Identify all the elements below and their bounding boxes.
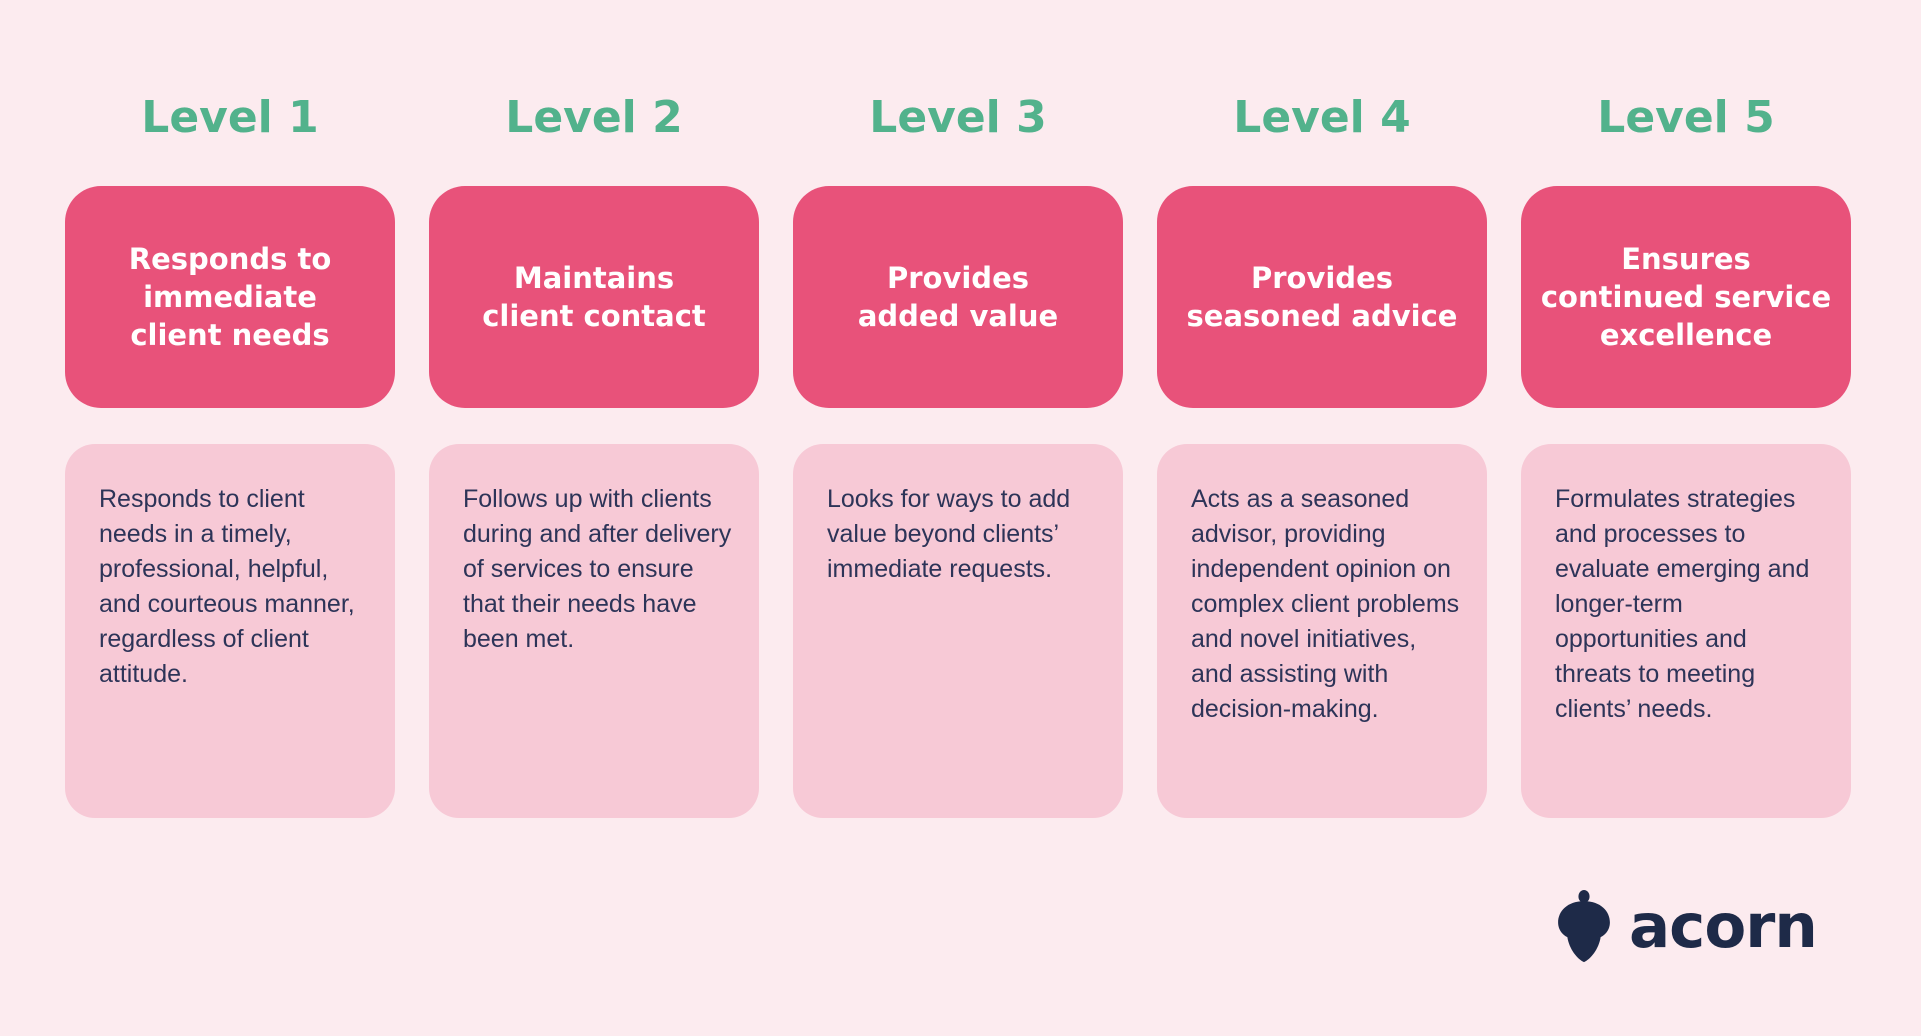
level-3-title: Provides added value — [857, 261, 1059, 333]
acorn-wordmark: acorn — [1629, 891, 1818, 962]
acorn-icon — [1558, 890, 1610, 963]
level-3-body-card: Looks for ways to add value beyond clien… — [793, 444, 1123, 818]
level-4-description: Acts as a seasoned advisor, providing in… — [1191, 485, 1460, 723]
level-2-column: Level 2 Maintains client contact Follows… — [429, 0, 759, 1036]
level-1-description: Responds to client needs in a timely, pr… — [99, 485, 355, 688]
level-1-title: Responds to immediate client needs — [128, 242, 332, 352]
level-5-header: Level 5 — [1597, 92, 1775, 143]
level-1-header: Level 1 — [141, 92, 319, 143]
level-1-column: Level 1 Responds to immediate client nee… — [65, 0, 395, 1036]
level-2-title-card: Maintains client contact — [429, 186, 759, 408]
level-2-title: Maintains client contact — [482, 261, 706, 333]
level-1-body-card: Responds to client needs in a timely, pr… — [65, 444, 395, 818]
level-2-header: Level 2 — [505, 92, 683, 143]
level-4-header: Level 4 — [1233, 92, 1411, 143]
level-3-header: Level 3 — [869, 92, 1047, 143]
level-5-title: Ensures continued service excellence — [1540, 242, 1832, 352]
level-4-title-card: Provides seasoned advice — [1157, 186, 1487, 408]
level-2-body-card: Follows up with clients during and after… — [429, 444, 759, 818]
level-5-column: Level 5 Ensures continued service excell… — [1521, 0, 1851, 1036]
level-3-title-card: Provides added value — [793, 186, 1123, 408]
level-3-description: Looks for ways to add value beyond clien… — [827, 485, 1071, 583]
level-2-description: Follows up with clients during and after… — [463, 485, 732, 653]
level-4-body-card: Acts as a seasoned advisor, providing in… — [1157, 444, 1487, 818]
level-4-column: Level 4 Provides seasoned advice Acts as… — [1157, 0, 1487, 1036]
level-1-title-card: Responds to immediate client needs — [65, 186, 395, 408]
level-3-column: Level 3 Provides added value Looks for w… — [793, 0, 1123, 1036]
levels-row: Level 1 Responds to immediate client nee… — [65, 0, 1851, 1036]
level-4-title: Provides seasoned advice — [1186, 261, 1458, 333]
level-5-title-card: Ensures continued service excellence — [1521, 186, 1851, 408]
level-5-description: Formulates strategies and processes to e… — [1555, 485, 1810, 723]
level-5-body-card: Formulates strategies and processes to e… — [1521, 444, 1851, 818]
acorn-logo: acorn — [1554, 890, 1818, 964]
